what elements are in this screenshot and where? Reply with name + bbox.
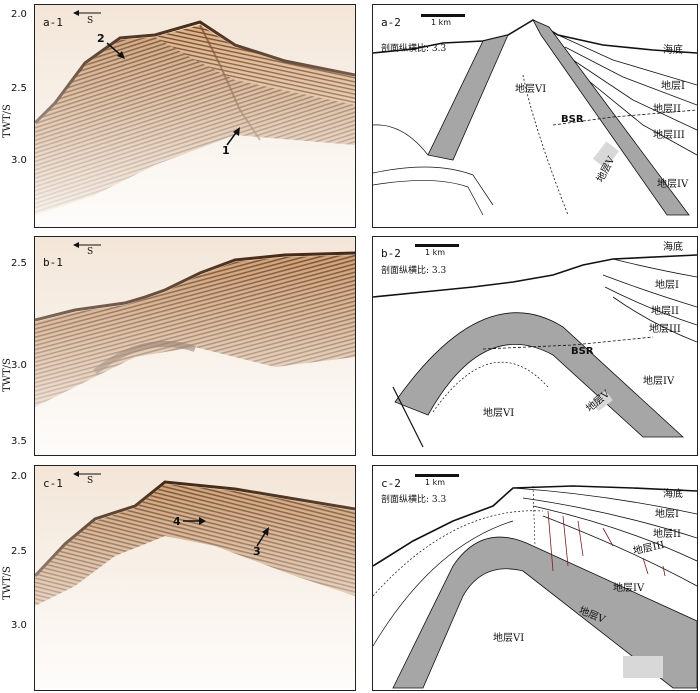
axis-title-b: TWT/S [2, 358, 13, 392]
layer-label-a2-4: 地层IV [657, 179, 689, 190]
scale-bar-a2 [421, 14, 465, 17]
ratio-text-a2: 剖面纵横比: 3.3 [381, 44, 447, 54]
axis-tick-b-1: 2.5 [11, 258, 27, 269]
axis-tick-c-3: 3.0 [11, 620, 27, 631]
interpretation-diagram-a2 [373, 19, 697, 216]
arrow-number-3: 3 [253, 545, 261, 558]
seafloor-label-b2: 海底 [663, 242, 683, 253]
axis-title-c: TWT/S [2, 566, 13, 600]
arrow-number-1: 1 [222, 144, 230, 157]
panel-label-a2: a-2 [381, 16, 401, 29]
panel-b2-interpretation: 1 km b-2 剖面纵横比: 3.3 海底 地层I 地层II 地层III 地层… [372, 236, 698, 456]
direction-label-b1: S [87, 247, 94, 257]
panel-c1-seismic: c-1 S 4 3 [34, 465, 356, 691]
panel-label-b1: b-1 [43, 256, 63, 269]
panel-b1-seismic: b-1 S [34, 236, 356, 456]
layer-label-b2-6: 地层VI [483, 408, 515, 419]
axis-tick-c-1: 2.0 [11, 471, 27, 482]
scale-bar-c2 [415, 474, 459, 477]
panel-a2-interpretation: 1 km a-2 剖面纵横比: 3.3 海底 地层I 地层II 地层III 地层… [372, 4, 698, 228]
layer-label-b2-4: 地层IV [643, 376, 675, 387]
layer-label-b2-2: 地层II [651, 306, 679, 317]
scale-label-a2: 1 km [431, 18, 452, 27]
scale-label-c2: 1 km [425, 478, 446, 487]
layer-label-a2-2: 地层II [653, 104, 681, 115]
panel-label-c2: c-2 [381, 477, 401, 490]
panel-label-c1: c-1 [43, 477, 63, 490]
seismic-image-a1 [35, 5, 355, 227]
seafloor-label-c2: 海底 [663, 489, 683, 500]
direction-label-c1: S [87, 476, 94, 486]
interpretation-diagram-b2 [373, 254, 697, 448]
seismic-image-b1 [35, 237, 355, 455]
bsr-label-a2: BSR [561, 114, 584, 125]
layer-label-a2-6: 地层VI [515, 84, 547, 95]
scale-label-b2: 1 km [425, 248, 446, 257]
bsr-label-b2: BSR [571, 346, 594, 357]
axis-tick-b-2: 3.0 [11, 360, 27, 371]
panel-label-a1: a-1 [43, 16, 63, 29]
layer-label-c2-1: 地层I [655, 509, 679, 520]
axis-tick-a-2: 2.5 [11, 83, 27, 94]
ratio-text-c2: 剖面纵横比: 3.3 [381, 495, 447, 505]
seafloor-label-a2: 海底 [663, 45, 683, 56]
layer-label-c2-6: 地层VI [493, 633, 525, 644]
axis-tick-a-1: 2.0 [11, 9, 27, 20]
axis-tick-b-3: 3.5 [11, 436, 27, 447]
panel-a1-seismic: a-1 S 2 1 [34, 4, 356, 228]
layer-label-a2-3: 地层III [653, 130, 685, 141]
layer-label-b2-1: 地层I [655, 280, 679, 291]
seismic-image-c1 [35, 466, 355, 690]
interpretation-diagram-c2 [373, 485, 697, 689]
arrow-number-2: 2 [97, 32, 105, 45]
arrow-number-4: 4 [173, 515, 181, 528]
axis-tick-c-2: 2.5 [11, 546, 27, 557]
ratio-text-b2: 剖面纵横比: 3.3 [381, 266, 447, 276]
layer-label-c2-4: 地层IV [613, 583, 645, 594]
panel-label-b2: b-2 [381, 247, 401, 260]
layer-label-a2-1: 地层I [661, 81, 685, 92]
panel-c2-interpretation: 1 km c-2 剖面纵横比: 3.3 海底 地层I 地层II 地层III 地层… [372, 465, 698, 691]
scale-bar-b2 [415, 244, 459, 247]
axis-tick-a-3: 3.0 [11, 155, 27, 166]
layer-label-b2-3: 地层III [649, 324, 681, 335]
axis-title-a: TWT/S [2, 104, 13, 138]
layer-label-c2-2: 地层II [653, 529, 681, 540]
direction-label-a1: S [87, 16, 94, 26]
